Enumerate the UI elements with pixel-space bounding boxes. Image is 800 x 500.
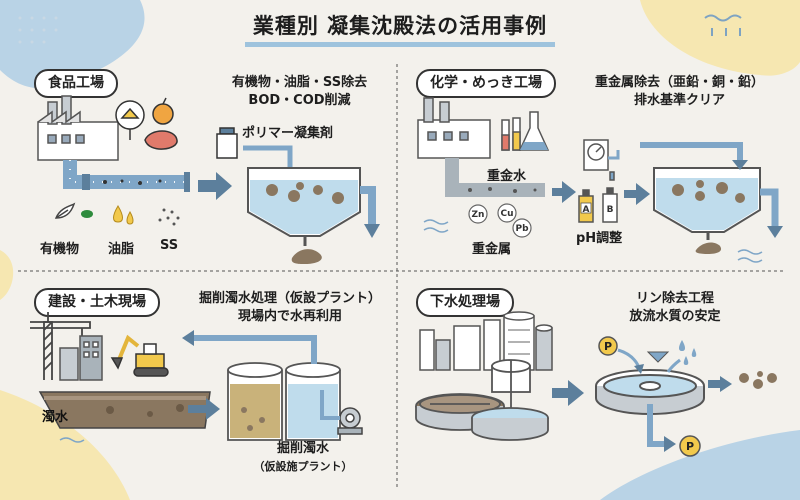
plating-caption-line1: 重金属除去（亜鉛・銅・鉛） (594, 75, 764, 90)
label-organic: 有機物 (40, 242, 80, 257)
leaf-icon (54, 202, 76, 219)
bottle-b-letter: B (607, 205, 614, 215)
label-ss: SS (160, 238, 179, 253)
factory-icon (417, 97, 491, 159)
plant-label-line1: 掘削濁水 (276, 441, 329, 456)
plant-label: 掘削濁水 （仮設施プラント） (238, 440, 368, 476)
flow-arrow (552, 181, 576, 203)
p-symbol-input: P (604, 340, 612, 353)
badge-plating-factory: 化学・めっき工場 (416, 69, 556, 98)
ph-adjust-label: pH調整 (576, 231, 623, 246)
p-symbol-output: P (686, 440, 694, 453)
construction-caption-line2: 現場内で水再利用 (237, 309, 342, 324)
badge-construction: 建設・土木現場 (34, 288, 160, 317)
apple-icon (152, 97, 174, 125)
flow-arrow (552, 380, 584, 406)
crane-icon (30, 312, 91, 380)
plating-caption: 重金属除去（亜鉛・銅・鉛） 排水基準クリア (572, 74, 787, 110)
storage-tank-icon (227, 362, 341, 441)
reagent-bottles-icon (578, 171, 618, 223)
food-caption-line2: BOD・COD削減 (248, 93, 351, 108)
cu-symbol: Cu (500, 209, 513, 219)
flow-arrow (198, 172, 232, 200)
sewage-caption: リン除去工程 放流水質の安定 (600, 290, 750, 326)
metal-ions-icon (468, 203, 532, 238)
zn-symbol: Zn (472, 210, 485, 220)
phosphorus-icon (598, 336, 618, 356)
excavator-icon (110, 334, 169, 377)
food-caption-line1: 有機物・油脂・SS除去 (231, 75, 368, 90)
treatment-plant-icon (419, 311, 553, 371)
phosphorus-output-icon (679, 435, 701, 457)
factory-icon (37, 95, 119, 161)
mixing-tank-icon (471, 359, 549, 441)
pump-icon (337, 407, 363, 435)
sewage-caption-line1: リン除去工程 (635, 291, 714, 306)
pizza-icon (115, 100, 145, 140)
water-drops-icon (679, 340, 697, 365)
sedimentation-tank (247, 167, 361, 237)
construction-caption-line1: 掘削濁水処理（仮設プラント） (198, 291, 381, 306)
muddy-water-label: 濁水 (42, 410, 69, 425)
flow-arrow (624, 183, 650, 205)
heavy-metal-water-label: 重金水 (487, 169, 527, 184)
sewage-caption-line2: 放流水質の安定 (629, 309, 721, 324)
steak-icon (144, 130, 178, 150)
polymer-coagulant-label: ポリマー凝集剤 (242, 126, 334, 141)
lab-flask-icon (501, 111, 550, 151)
construction-caption: 掘削濁水処理（仮設プラント） 現場内で水再利用 (190, 290, 390, 326)
oil-drop-icon (113, 205, 134, 225)
coagulant-bottle-icon (216, 127, 238, 159)
pressure-gauge-icon (583, 139, 609, 171)
heavy-metals-label: 重金属 (472, 242, 512, 257)
pb-symbol: Pb (515, 224, 529, 234)
label-oil: 油脂 (108, 242, 135, 257)
badge-sewage-plant: 下水処理場 (416, 288, 514, 317)
bottle-a-letter: A (583, 205, 590, 215)
building-icon (59, 335, 103, 381)
ss-particles-icon (158, 208, 180, 226)
badge-food-factory: 食品工場 (34, 69, 118, 98)
plant-label-line2: （仮設施プラント） (253, 460, 353, 473)
page-title: 業種別 凝集沈殿法の活用事例 (0, 10, 800, 47)
flow-arrow (188, 398, 220, 420)
bug-icon (81, 210, 93, 218)
plating-caption-line2: 排水基準クリア (633, 93, 725, 108)
food-caption: 有機物・油脂・SS除去 BOD・COD削減 (212, 74, 387, 110)
